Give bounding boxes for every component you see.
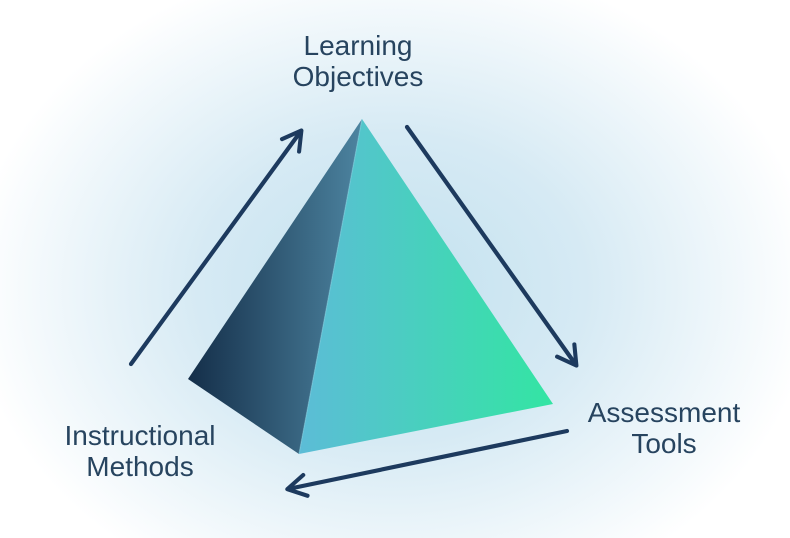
label-assessment-tools: Assessment Tools <box>588 397 741 459</box>
arrow-assessment-to-methods-icon <box>285 428 570 498</box>
label-learning-objectives: Learning Objectives <box>293 30 424 92</box>
label-line: Instructional <box>64 420 216 451</box>
label-line: Learning <box>303 30 413 61</box>
label-line: Assessment <box>587 397 741 428</box>
pyramid-front-edge-highlight <box>298 118 363 455</box>
label-line: Tools <box>631 428 697 459</box>
label-line: Methods <box>86 451 194 482</box>
label-instructional-methods: Instructional Methods <box>65 420 216 482</box>
label-line: Objectives <box>292 61 424 92</box>
arrow-objectives-to-assessment-icon <box>404 124 579 368</box>
pyramid-left-face <box>188 119 362 454</box>
pyramid-front-face <box>299 119 553 454</box>
arrow-methods-to-objectives-icon <box>128 128 304 367</box>
